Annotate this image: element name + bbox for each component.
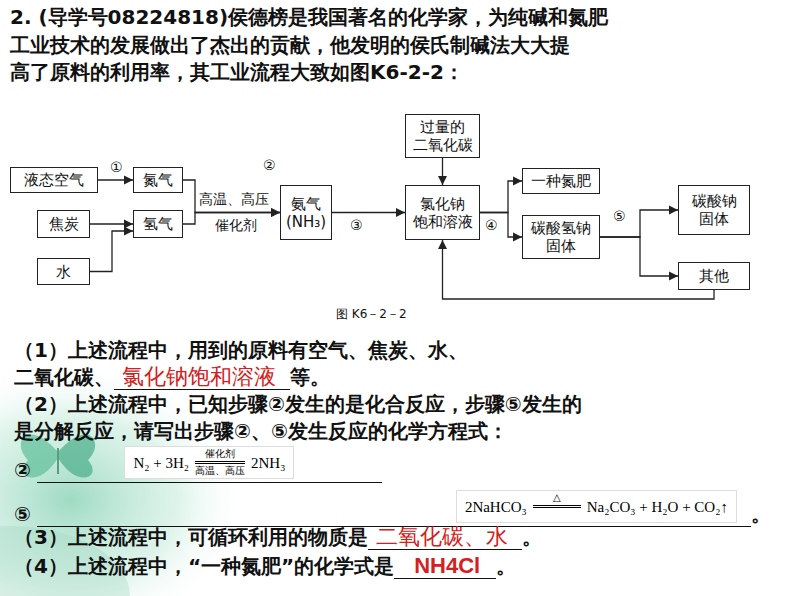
chemical-equation: N₂ + 3H₂ 催化剂高温、高压 2NH₃: [124, 446, 294, 479]
reaction-condition: △: [533, 492, 581, 521]
flow-arrow: [600, 237, 678, 276]
figure-caption: 图 K6－2－2: [335, 306, 408, 323]
process-box: 水: [37, 258, 90, 285]
equation-term: N₂ + 3H₂: [133, 455, 189, 471]
equation-term: 2NaHCO₃: [465, 499, 527, 515]
process-box: 过量的 二氧化碳: [405, 114, 480, 158]
question-text: 2. (导学号08224818)侯德榜是我国著名的化学家，为纯碱和氮肥: [10, 5, 608, 30]
process-box: 碳酸钠 固体: [678, 185, 750, 235]
process-box: 一种氮肥: [522, 168, 600, 194]
question-text: 等。: [290, 365, 330, 390]
answer-text: 二氧化碳、水: [368, 524, 522, 550]
process-box: 氯化钠 饱和溶液: [405, 185, 480, 240]
flow-arrow: [90, 231, 133, 272]
box-label: 一种氮肥: [531, 172, 591, 190]
flow-arrow: [480, 181, 522, 213]
box-label: 氮气: [143, 171, 173, 189]
question-text: 二氧化碳、: [14, 365, 114, 390]
question-text: ②: [14, 458, 31, 483]
box-label: 其他: [699, 267, 729, 285]
question-text: （1）上述流程中，用到的原料有空气、焦炭、水、: [14, 338, 468, 363]
process-box: 其他: [678, 262, 750, 290]
equation-term: Na₂CO₃ + H₂O + CO₂↑: [587, 499, 728, 515]
question-text: ⑤: [14, 502, 31, 527]
box-label: 碳酸氢钠 固体: [527, 219, 595, 255]
question-text: 高了原料的利用率，其工业流程大致如图K6-2-2：: [10, 60, 464, 85]
question-text: 工业技术的发展做出了杰出的贡献，他发明的侯氏制碱法大大提: [10, 33, 570, 58]
process-box: 氢气: [133, 210, 183, 238]
question-text: （2）上述流程中，已知步骤②发生的是化合反应，步骤⑤发生的: [14, 392, 582, 417]
flow-arrow: [98, 179, 133, 180]
box-label: 氨气 (NH₃): [285, 195, 327, 231]
process-box: 碳酸氢钠 固体: [522, 215, 600, 259]
step-number: ②: [262, 157, 277, 174]
answer-blank: 2NaHCO₃ △ Na₂CO₃ + H₂O + CO₂↑: [37, 490, 751, 527]
question-text: 是分解反应，请写出步骤②、⑤发生反应的化学方程式：: [14, 419, 508, 444]
question-text: 。: [751, 502, 771, 527]
equals-sign: [533, 505, 581, 508]
step-number: ①: [109, 159, 124, 176]
text-line: 2. (导学号08224818)侯德榜是我国著名的化学家，为纯碱和氮肥: [10, 5, 608, 30]
text-line: （3）上述流程中，可循环利用的物质是二氧化碳、水。: [14, 524, 542, 550]
equation-term: 2NH₃: [251, 455, 285, 471]
step-number: ④: [484, 217, 499, 234]
answer-blank: N₂ + 3H₂ 催化剂高温、高压 2NH₃: [37, 446, 382, 483]
text-line: （2）上述流程中，已知步骤②发生的是化合反应，步骤⑤发生的: [14, 392, 582, 417]
text-line: 工业技术的发展做出了杰出的贡献，他发明的侯氏制碱法大大提: [10, 33, 570, 58]
answer-text: NH4Cl: [394, 553, 496, 579]
condition-text: △: [553, 492, 561, 504]
process-box: 氮气: [133, 167, 183, 193]
chemical-equation: 2NaHCO₃ △ Na₂CO₃ + H₂O + CO₂↑: [456, 490, 737, 523]
condition-label: 催化剂: [214, 217, 258, 234]
box-label: 过量的 二氧化碳: [410, 118, 475, 154]
reaction-condition: 催化剂高温、高压: [195, 448, 245, 477]
question-text: 。: [496, 554, 516, 579]
text-line: ⑤ 2NaHCO₃ △ Na₂CO₃ + H₂O + CO₂↑ 。: [14, 490, 771, 527]
text-line: 二氧化碳、氯化钠饱和溶液等。: [14, 364, 330, 390]
text-line: （1）上述流程中，用到的原料有空气、焦炭、水、: [14, 338, 468, 363]
condition-text: 催化剂: [205, 448, 235, 460]
box-label: 液态空气: [24, 171, 84, 189]
text-line: 是分解反应，请写出步骤②、⑤发生反应的化学方程式：: [14, 419, 508, 444]
question-text: （4）上述流程中，“一种氮肥”的化学式是: [14, 554, 394, 579]
answer-text: 氯化钠饱和溶液: [114, 364, 290, 390]
box-label: 氢气: [143, 215, 173, 233]
condition-text: 高温、高压: [195, 465, 245, 477]
flow-arrow: [442, 158, 443, 185]
text-line: 高了原料的利用率，其工业流程大致如图K6-2-2：: [10, 60, 464, 85]
equals-sign: [195, 461, 245, 464]
question-text: （3）上述流程中，可循环利用的物质是: [14, 525, 368, 550]
flow-arrow: [90, 223, 133, 224]
box-label: 碳酸钠 固体: [683, 192, 745, 228]
box-label: 焦炭: [49, 215, 79, 233]
process-box: 液态空气: [10, 167, 98, 193]
step-number: ③: [349, 217, 364, 234]
condition-label: 高温、高压: [198, 191, 270, 208]
text-line: （4）上述流程中，“一种氮肥”的化学式是NH4Cl。: [14, 553, 516, 579]
process-box: 氨气 (NH₃): [280, 185, 332, 240]
step-number: ⑤: [612, 208, 627, 225]
text-line: ② N₂ + 3H₂ 催化剂高温、高压 2NH₃: [14, 446, 382, 483]
question-text: 。: [522, 525, 542, 550]
process-box: 焦炭: [37, 210, 90, 238]
flow-arrow: [480, 213, 522, 238]
box-label: 氯化钠 饱和溶液: [410, 195, 475, 231]
flow-arrow: [332, 212, 405, 213]
box-label: 水: [56, 263, 71, 281]
flow-arrow: [183, 180, 280, 213]
